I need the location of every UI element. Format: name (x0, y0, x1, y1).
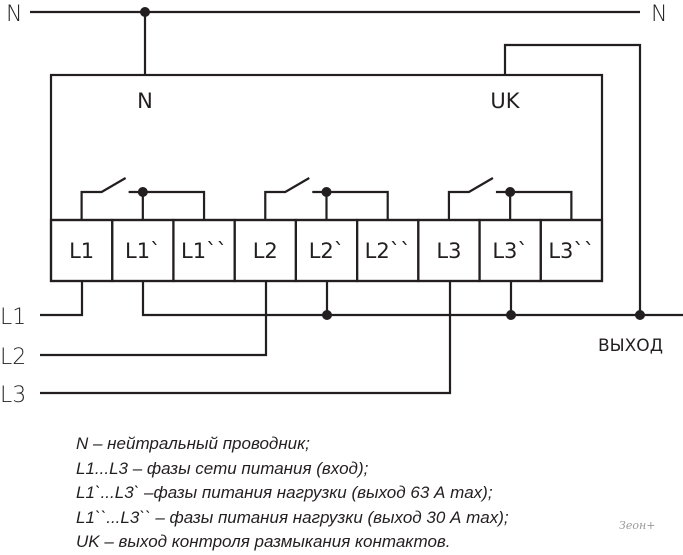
switch-output-wire (495, 190, 573, 220)
switch-output-wire (128, 190, 206, 220)
switch-contact (80, 177, 127, 220)
legend-item: L1...L3 – фазы сети питания (вход); (76, 458, 369, 478)
terminal-label: L2` (309, 239, 345, 263)
junction-dot (506, 310, 516, 320)
label-n-left: N (6, 2, 22, 27)
terminal-n-label: N (137, 89, 153, 113)
switch-output-wire (312, 190, 389, 220)
output-bus-wire (141, 281, 683, 317)
terminal-label: L2`` (365, 239, 411, 263)
l1-wire (40, 281, 84, 317)
label-l3: L3 (0, 383, 26, 408)
junction-dot (505, 187, 516, 197)
switch-contact (264, 177, 310, 220)
terminal-label: L1`` (181, 239, 227, 263)
terminal-block: L1 L1` L1`` L2 L2` L2`` L3 L3` L3`` (49, 218, 604, 283)
label-n-right: N (651, 2, 667, 27)
legend-item: UK – выход контроля размыкания контактов… (76, 532, 451, 551)
l2-wire (40, 281, 268, 357)
terminal-uk-label: UK (490, 89, 520, 113)
terminal-label: L1 (69, 239, 94, 263)
junction-dot (137, 187, 148, 197)
terminal-label: L3 (436, 239, 461, 263)
junction-dot (321, 187, 332, 197)
relay-contacts (80, 177, 573, 220)
legend-item: N – нейтральный проводник; (76, 434, 310, 453)
legend-item: L1``...L3`` – фазы питания нагрузки (вых… (76, 507, 509, 527)
terminal-label: L1` (125, 239, 161, 263)
label-output: ВЫХОД (598, 336, 663, 356)
terminal-label: L2 (253, 239, 278, 263)
junction-dot (322, 310, 332, 320)
terminal-label: L3` (492, 239, 528, 263)
uk-wire (503, 43, 642, 315)
label-l1: L1 (0, 305, 26, 330)
legend-item: L1`...L3` –фазы питания нагрузки (выход … (76, 483, 493, 502)
terminal-label: L3`` (548, 239, 594, 263)
l3-wire (40, 281, 452, 395)
switch-contact (447, 177, 494, 220)
watermark: Зеон+ (619, 519, 656, 532)
legend: N – нейтральный проводник; L1...L3 – фаз… (76, 432, 509, 555)
label-l2: L2 (0, 345, 26, 370)
